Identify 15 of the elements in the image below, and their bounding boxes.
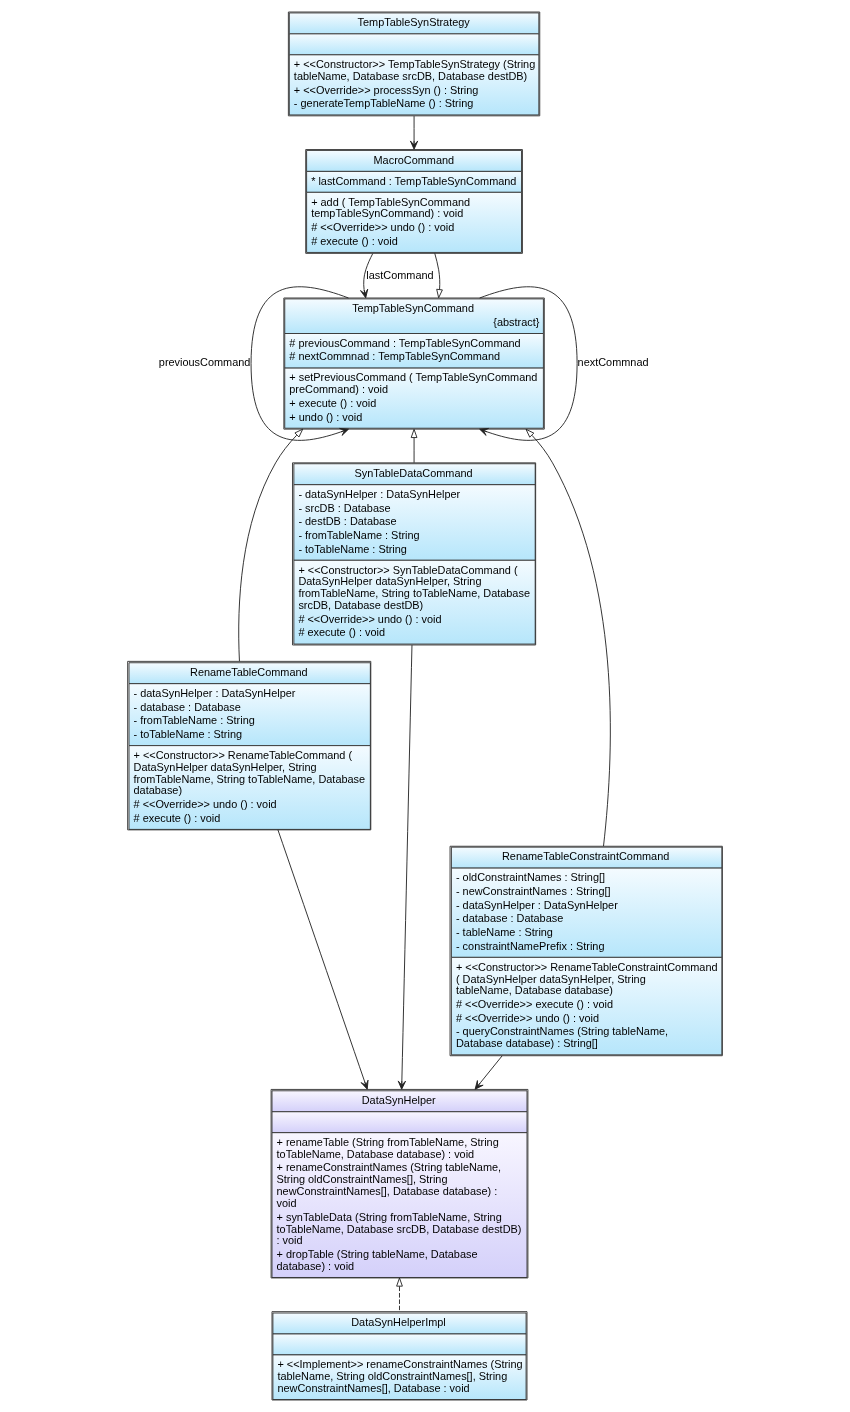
arrow: [360, 253, 374, 299]
arrow: [474, 1055, 503, 1090]
edge-label: previousCommand: [158, 356, 251, 369]
edge-label: nextCommnad: [577, 356, 649, 369]
arrow: [409, 115, 419, 150]
edge-label: lastCommand: [366, 268, 434, 281]
arrow: [479, 286, 578, 441]
arrow: [277, 829, 369, 1090]
arrow: [250, 286, 349, 441]
arrow: [434, 252, 443, 299]
arrow: [525, 428, 611, 847]
arrow: [410, 428, 418, 464]
arrow: [238, 428, 304, 662]
arrow: [397, 644, 413, 1090]
arrow: [396, 1277, 403, 1312]
